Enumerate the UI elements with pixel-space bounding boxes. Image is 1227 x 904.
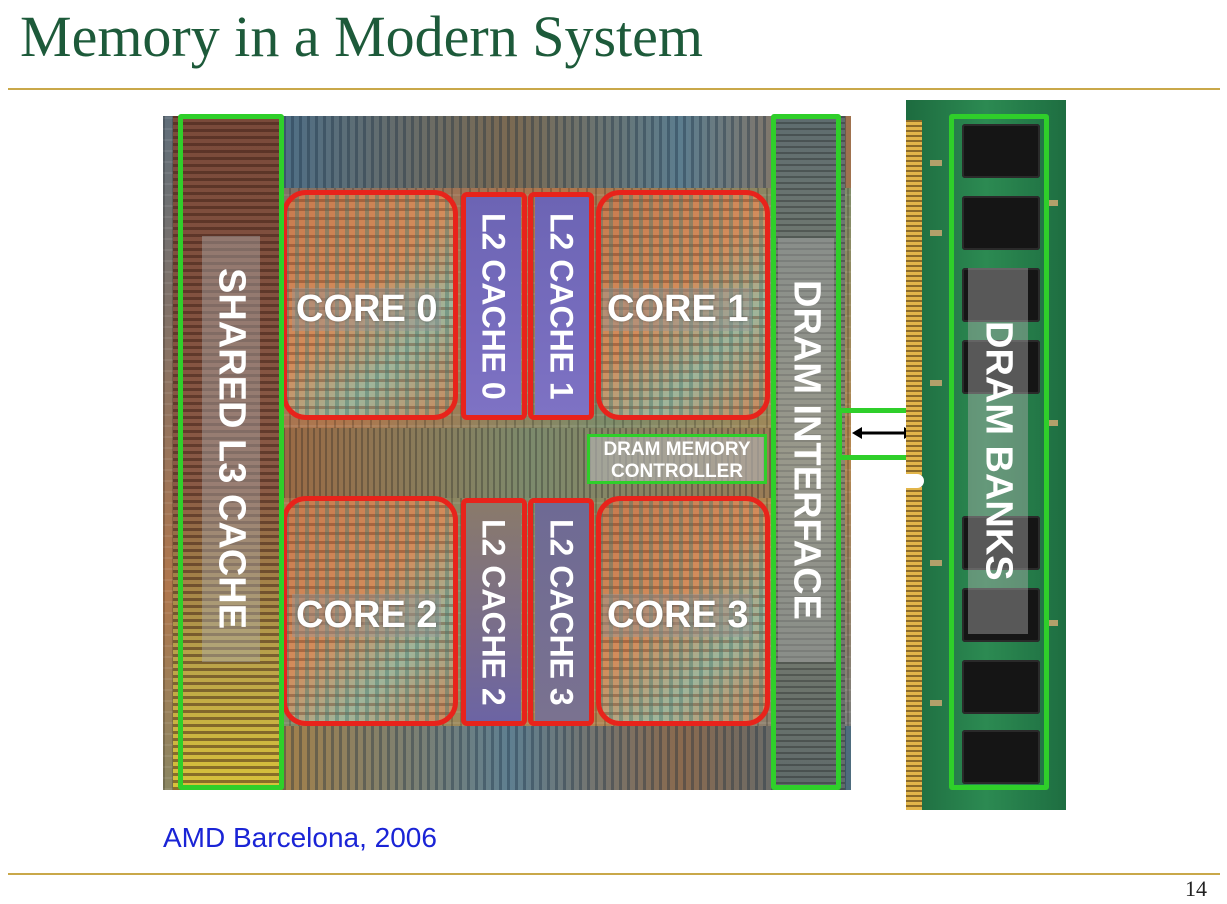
- dram-banks-outline: [949, 114, 1049, 790]
- l2-cache-2-outline: [461, 498, 527, 726]
- core-1-label: CORE 1: [603, 288, 753, 331]
- title-divider: [8, 88, 1220, 90]
- core-0-label: CORE 0: [292, 288, 442, 331]
- core-1-outline: [596, 190, 770, 420]
- dimm-pins: [906, 120, 922, 810]
- l2-cache-2-label: L2 CACHE 2: [475, 518, 512, 706]
- dram-chip: [962, 516, 1040, 570]
- core-3-outline: [596, 496, 770, 726]
- dimm-notch: [904, 474, 924, 488]
- dram-banks-label: DRAM BANKS: [968, 268, 1028, 634]
- l2-cache-3-outline: [528, 498, 594, 726]
- dram-chip: [962, 730, 1040, 784]
- slide-title: Memory in a Modern System: [20, 4, 704, 69]
- shared-l3-cache-outline: [178, 114, 284, 790]
- core-0-outline: [282, 190, 458, 420]
- shared-l3-cache-label: SHARED L3 CACHE: [202, 236, 260, 662]
- l2-cache-3-label: L2 CACHE 3: [543, 518, 580, 706]
- figure-caption: AMD Barcelona, 2006: [163, 822, 437, 853]
- page-number: 14: [1185, 876, 1207, 901]
- memory-controller-line-1: DRAM MEMORY: [603, 439, 751, 460]
- dram-chip: [962, 124, 1040, 178]
- l2-cache-0-label: L2 CACHE 0: [475, 212, 512, 400]
- footer-divider: [8, 873, 1220, 875]
- dram-chip: [962, 340, 1040, 394]
- l2-cache-1-label: L2 CACHE 1: [543, 212, 580, 400]
- l2-cache-0-outline: [461, 192, 527, 420]
- core-3-label: CORE 3: [603, 594, 753, 637]
- dram-chip: [962, 196, 1040, 250]
- core-2-outline: [282, 496, 458, 726]
- core-2-label: CORE 2: [292, 594, 442, 637]
- dram-interface-label: DRAM INTERFACE: [778, 238, 834, 662]
- l2-cache-1-outline: [528, 192, 594, 420]
- dram-chip: [962, 588, 1040, 642]
- dram-memory-controller-label: DRAM MEMORY CONTROLLER: [587, 434, 767, 484]
- dram-chip: [962, 660, 1040, 714]
- memory-controller-line-2: CONTROLLER: [611, 461, 743, 482]
- dram-chip: [962, 268, 1040, 322]
